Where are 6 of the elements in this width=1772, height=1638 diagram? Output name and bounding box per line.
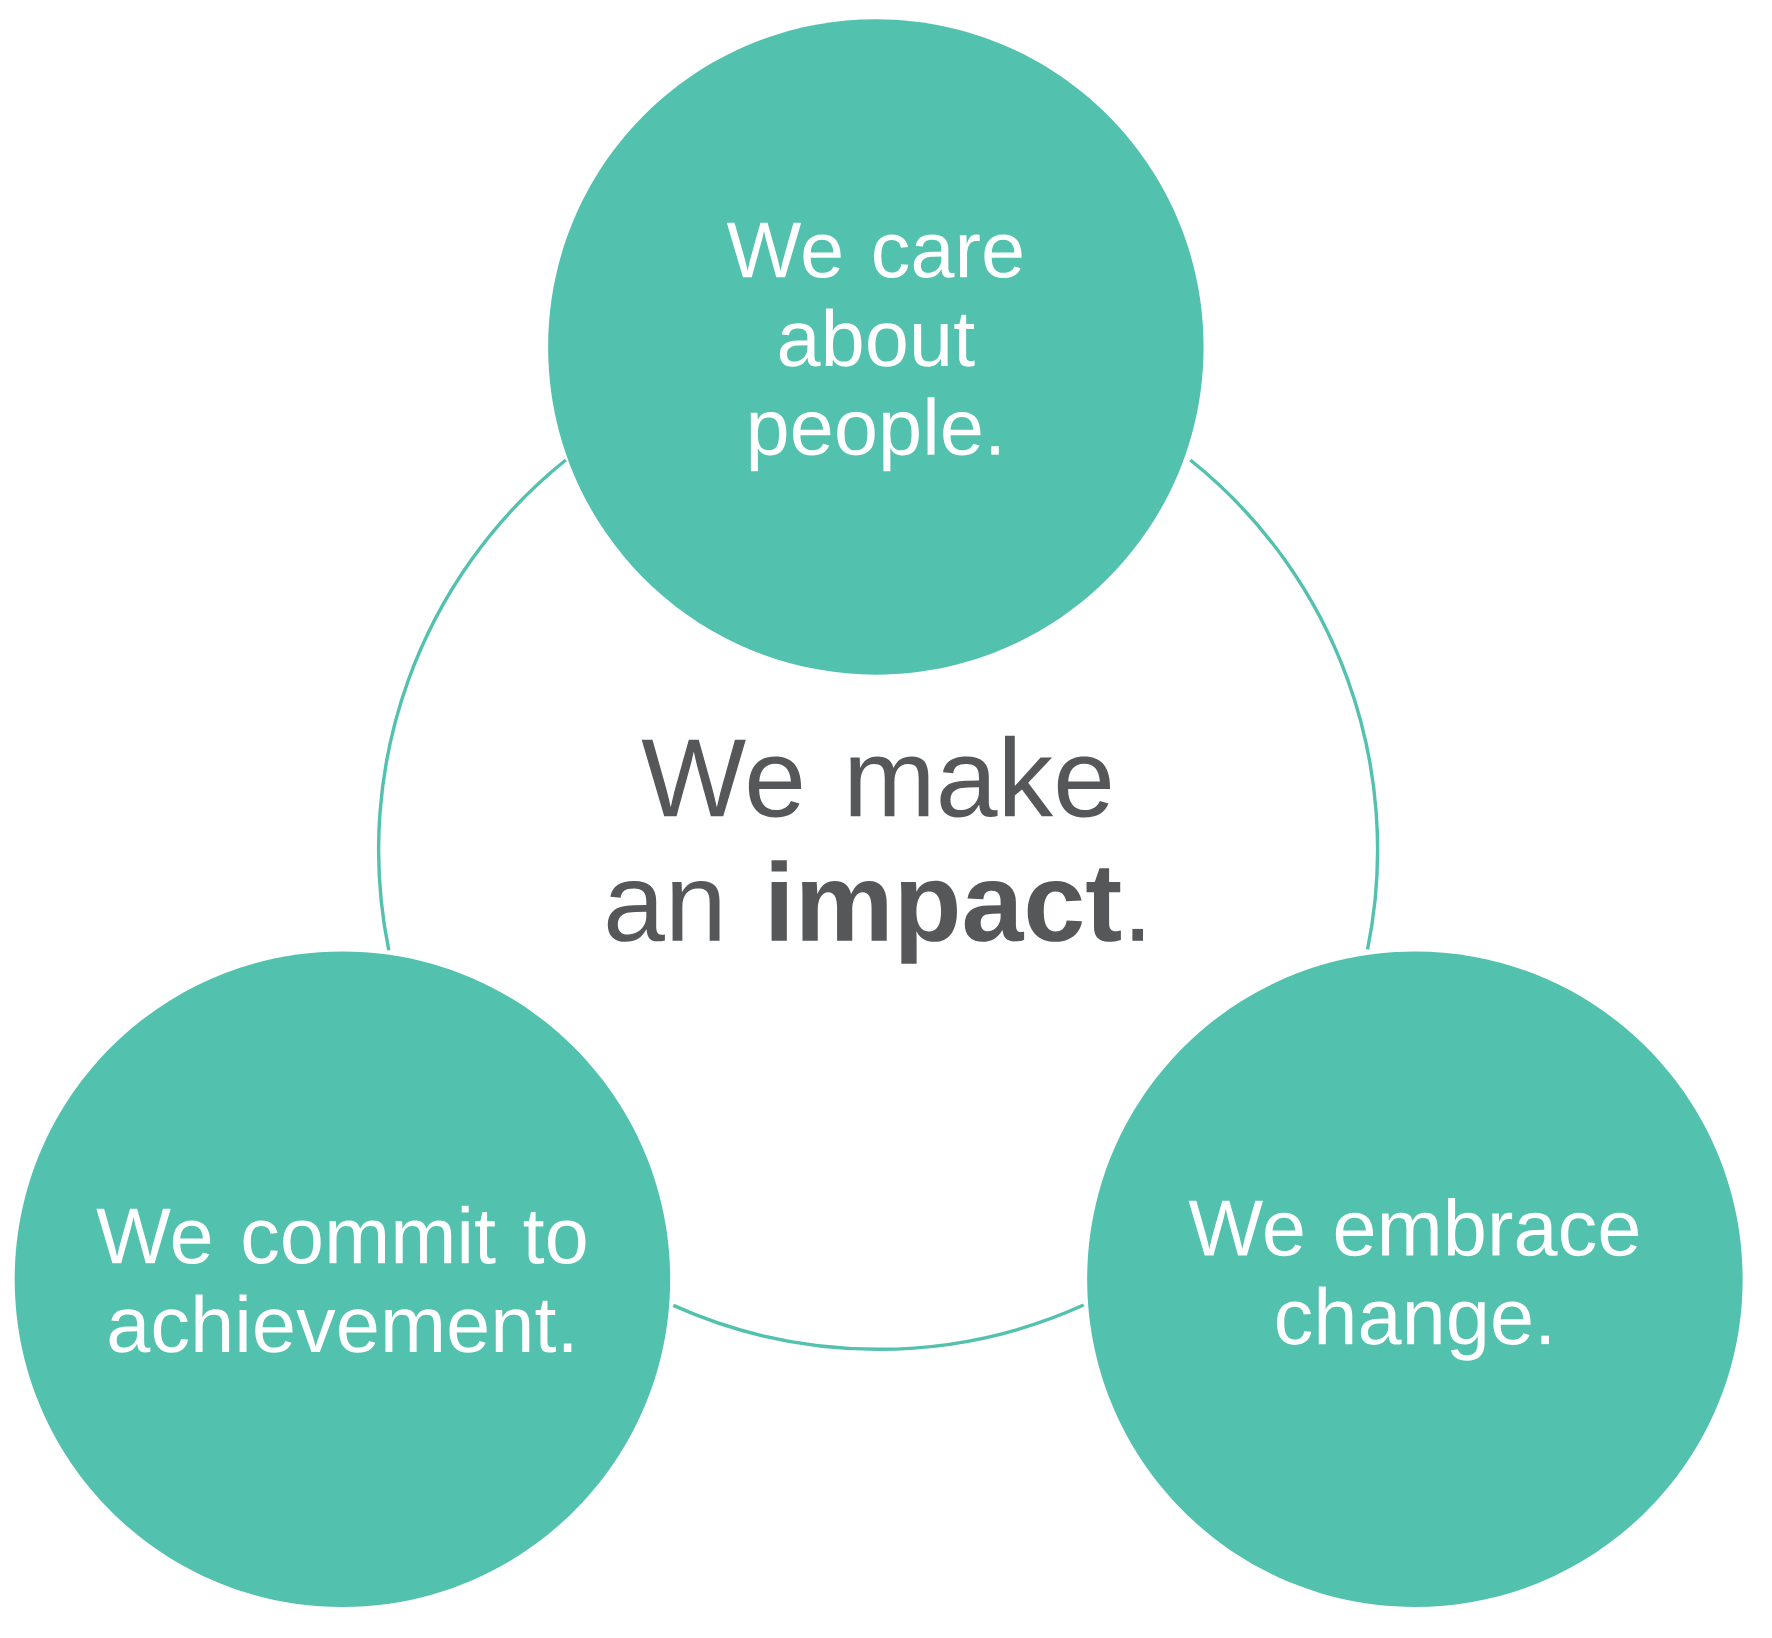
filled-circle [548, 19, 1204, 675]
circle-label: We care about people. [726, 222, 1022, 472]
circle-label: We embrace change. [1188, 1198, 1638, 1361]
circle-label: We commit to achievement. [96, 1206, 586, 1353]
center-label: We make an impact. [607, 736, 1143, 965]
filled-circle [14, 951, 671, 1608]
